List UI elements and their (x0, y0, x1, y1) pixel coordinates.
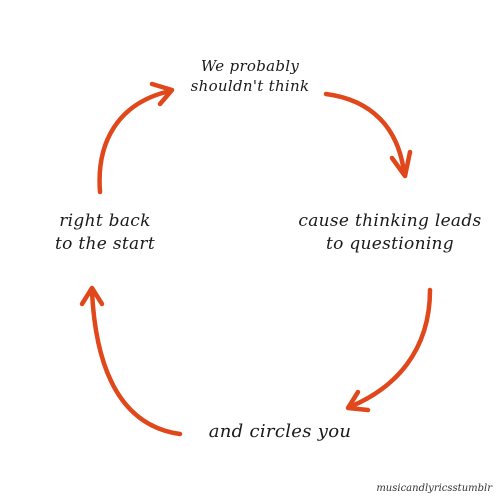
arrow-right-to-bottom-head-icon (345, 389, 371, 413)
watermark-text: musicandlyricsstumblr (376, 483, 492, 494)
step-right-line-2: to questioning (325, 233, 454, 254)
step-left-text: right back to the start (20, 210, 190, 256)
arrow-bottom-to-left (89, 289, 183, 437)
arrow-left-to-top (97, 89, 169, 195)
step-top-text: We probably shouldn't think (160, 56, 340, 97)
arrow-top-to-right (323, 91, 407, 175)
arrow-bottom-to-left-head-icon (79, 285, 105, 307)
step-left-line-1: right back (59, 211, 151, 231)
step-left-line-2: to the start (55, 233, 155, 254)
step-bottom-text: and circles you (180, 420, 380, 444)
arrow-right-to-bottom (349, 287, 433, 409)
arrow-left-to-top-head-icon (149, 81, 175, 107)
arrow-top-to-right-head-icon (389, 149, 413, 179)
step-top-line-2: shouldn't think (190, 77, 310, 96)
step-bottom-line-1: and circles you (208, 421, 352, 442)
step-right-text: cause thinking leads to questioning (296, 210, 484, 256)
step-top-line-1: We probably (200, 57, 300, 75)
step-right-line-1: cause thinking leads (298, 211, 482, 231)
